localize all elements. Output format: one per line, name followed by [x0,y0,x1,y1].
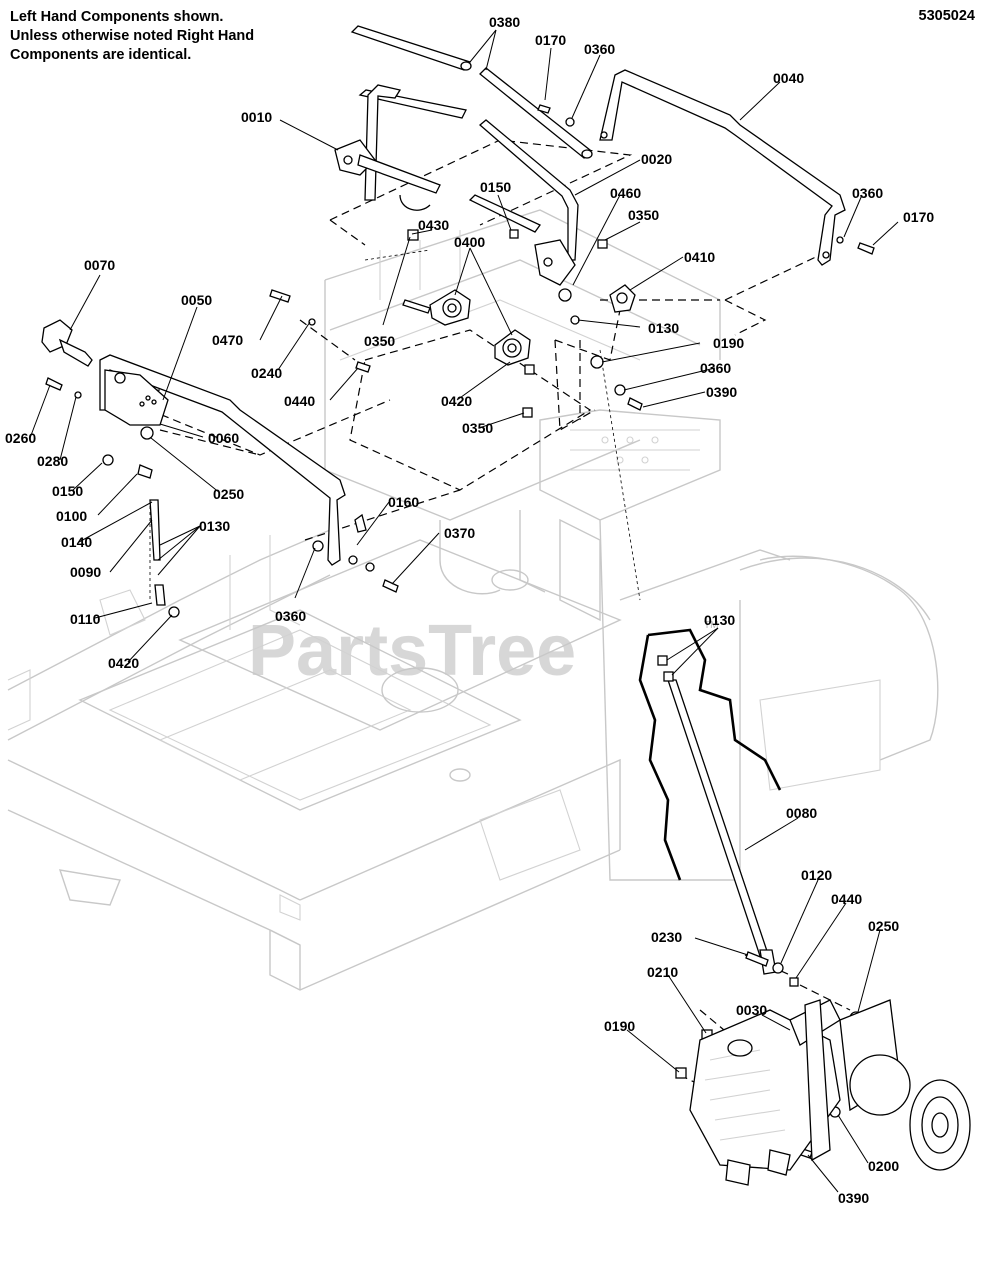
callout-0190: 0190 [713,335,744,351]
callout-0040: 0040 [773,70,804,86]
callout-0360: 0360 [275,608,306,624]
control-levers [41,25,846,618]
watermark-tm: TM [704,620,718,631]
dampers-brackets [45,104,875,593]
callout-0190: 0190 [604,1018,635,1034]
callout-0240: 0240 [251,365,282,381]
callout-0170: 0170 [535,32,566,48]
callout-0360: 0360 [852,185,883,201]
callout-0020: 0020 [641,151,672,167]
callout-0130: 0130 [199,518,230,534]
callout-0360: 0360 [700,360,731,376]
callout-0420: 0420 [441,393,472,409]
callout-0390: 0390 [838,1190,869,1206]
hydro-linkage [638,628,971,1186]
callout-0210: 0210 [647,964,678,980]
callout-0050: 0050 [181,292,212,308]
callout-0390: 0390 [706,384,737,400]
callout-0110: 0110 [70,611,101,627]
callout-0470: 0470 [212,332,243,348]
callout-0350: 0350 [364,333,395,349]
callout-0400: 0400 [454,234,485,250]
callout-0030: 0030 [736,1002,767,1018]
callout-0350: 0350 [628,207,659,223]
callout-0100: 0100 [56,508,87,524]
callout-0440: 0440 [284,393,315,409]
callout-0380: 0380 [489,14,520,30]
callout-0280: 0280 [37,453,68,469]
callout-0460: 0460 [610,185,641,201]
watermark-text: PartsTree [248,611,576,691]
callout-0250: 0250 [213,486,244,502]
callout-0350: 0350 [462,420,493,436]
callout-0150: 0150 [52,483,83,499]
callout-0070: 0070 [84,257,115,273]
callout-0090: 0090 [70,564,101,580]
diagram-note: Left Hand Components shown. Unless other… [10,8,254,65]
callout-0120: 0120 [801,867,832,883]
callout-0430: 0430 [418,217,449,233]
leader-lines [29,29,899,1193]
callout-0250: 0250 [868,918,899,934]
callout-0200: 0200 [868,1158,899,1174]
note-line-1: Left Hand Components shown. [10,9,224,25]
callout-0410: 0410 [684,249,715,265]
callout-labels: 0380 0170 0360 0040 0010 0020 0150 0460 … [5,14,934,1206]
note-line-3: Components are identical. [10,47,192,63]
callout-0140: 0140 [61,534,92,550]
callout-0370: 0370 [444,525,475,541]
callout-0010: 0010 [241,109,272,125]
document-number: 5305024 [918,8,975,24]
callout-0260: 0260 [5,430,36,446]
mower-frame [7,209,939,991]
callout-0230: 0230 [651,929,682,945]
callout-0170: 0170 [903,209,934,225]
watermark: PartsTree TM [248,611,718,691]
callout-0360: 0360 [584,41,615,57]
callout-0150: 0150 [480,179,511,195]
callout-0160: 0160 [388,494,419,510]
callout-0420: 0420 [108,655,139,671]
callout-0130: 0130 [648,320,679,336]
callout-0060: 0060 [208,430,239,446]
callout-0130: 0130 [704,612,735,628]
callout-0080: 0080 [786,805,817,821]
callout-0440: 0440 [831,891,862,907]
note-line-2: Unless otherwise noted Right Hand [10,28,255,44]
